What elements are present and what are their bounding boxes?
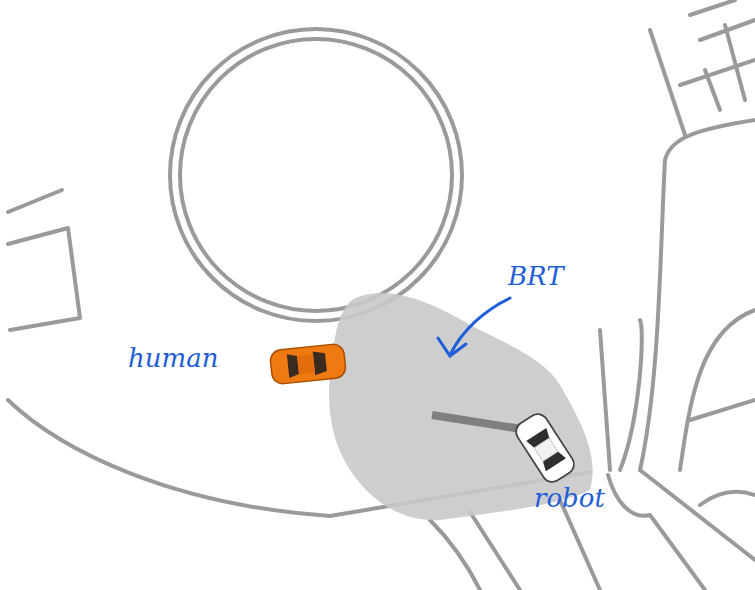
robot-car [512, 410, 578, 486]
brt-arrow [438, 298, 510, 356]
car-label: human [128, 344, 218, 373]
car-label: robot [534, 484, 605, 513]
human-car [269, 343, 346, 385]
region-label: BRT [508, 262, 564, 291]
road-lines [8, 0, 755, 590]
robot-trail [432, 415, 528, 430]
